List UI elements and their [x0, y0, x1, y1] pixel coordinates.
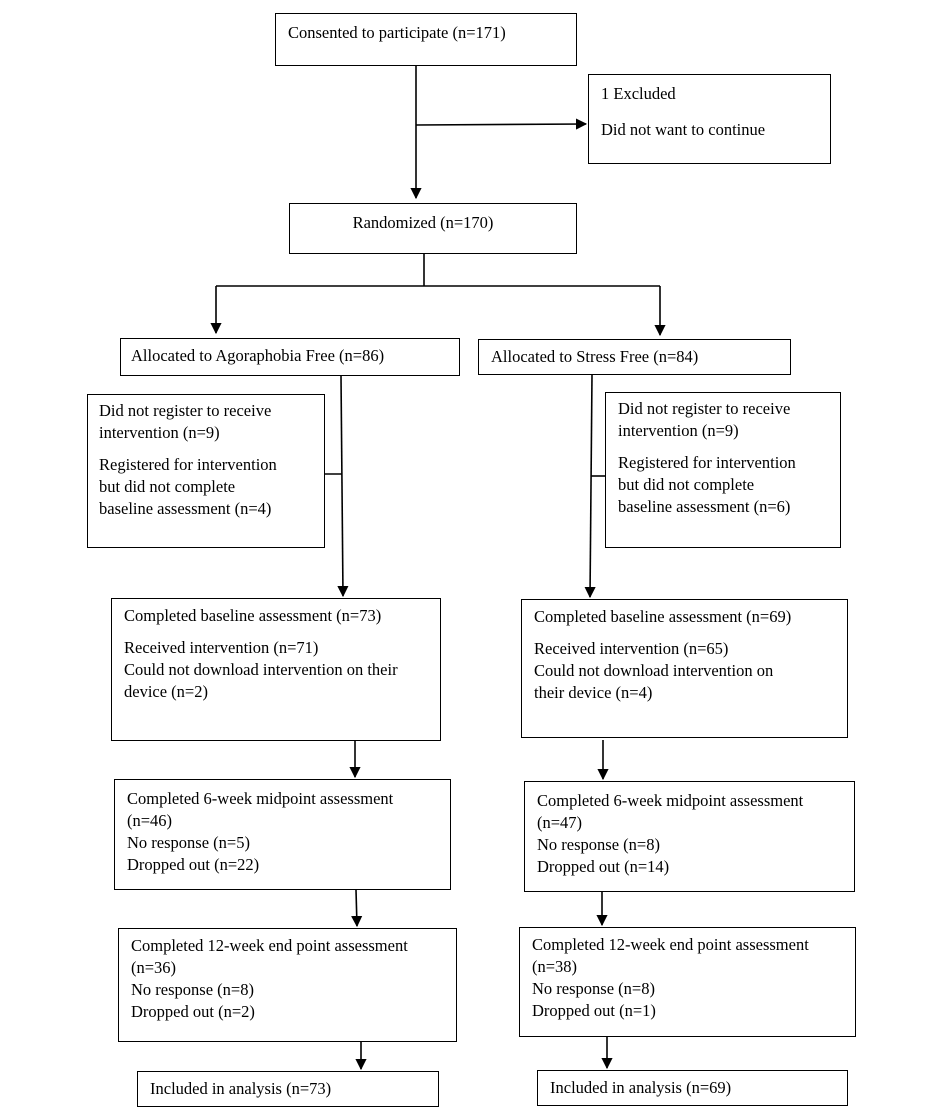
left-endpoint-line-1: Completed 12-week end point assessment — [131, 936, 408, 955]
right-analysis-box: Included in analysis (n=69) — [537, 1070, 848, 1106]
right-side-line-4: but did not complete — [618, 475, 755, 494]
left-side-line-4: but did not complete — [99, 477, 236, 496]
right-endpoint-line-2: (n=38) — [532, 957, 578, 976]
left-allocated-label: Allocated to Agoraphobia Free (n=86) — [131, 346, 385, 365]
right-midpoint-line-2: (n=47) — [537, 813, 583, 832]
right-endpoint-line-4: Dropped out (n=1) — [532, 1001, 656, 1020]
right-endpoint-line-1: Completed 12-week end point assessment — [532, 935, 809, 954]
left-analysis-box: Included in analysis (n=73) — [137, 1071, 439, 1107]
right-baseline-line-3: Could not download intervention on — [534, 661, 774, 680]
left-allocated-box: Allocated to Agoraphobia Free (n=86) — [120, 338, 460, 376]
left-midpoint-line-4: Dropped out (n=22) — [127, 855, 260, 874]
left-not-registered-box: Did not register to receive intervention… — [87, 394, 325, 548]
left-midpoint-line-1: Completed 6-week midpoint assessment — [127, 789, 394, 808]
left-endpoint-box: Completed 12-week end point assessment (… — [118, 928, 457, 1042]
left-side-line-5: baseline assessment (n=4) — [99, 499, 272, 518]
left-endpoint-line-4: Dropped out (n=2) — [131, 1002, 255, 1021]
consented-box: Consented to participate (n=171) — [275, 13, 577, 66]
right-side-line-5: baseline assessment (n=6) — [618, 497, 791, 516]
left-baseline-box: Completed baseline assessment (n=73) Rec… — [111, 598, 441, 741]
right-analysis-label: Included in analysis (n=69) — [550, 1078, 732, 1097]
right-endpoint-box: Completed 12-week end point assessment (… — [519, 927, 856, 1037]
left-side-line-2: intervention (n=9) — [99, 423, 220, 442]
arrow-left-allocated-to-baseline — [337, 375, 349, 598]
right-midpoint-box: Completed 6-week midpoint assessment (n=… — [524, 781, 855, 892]
left-midpoint-line-3: No response (n=5) — [127, 833, 250, 852]
excluded-reason: Did not want to continue — [601, 120, 766, 139]
randomized-box: Randomized (n=170) — [289, 203, 577, 254]
left-midpoint-box: Completed 6-week midpoint assessment (n=… — [114, 779, 451, 890]
right-endpoint-line-3: No response (n=8) — [532, 979, 655, 998]
right-allocated-box: Allocated to Stress Free (n=84) — [478, 339, 791, 375]
arrow-left-midpoint-to-endpoint — [351, 889, 363, 928]
left-endpoint-line-2: (n=36) — [131, 958, 177, 977]
left-midpoint-line-2: (n=46) — [127, 811, 173, 830]
right-baseline-line-1: Completed baseline assessment (n=69) — [534, 607, 792, 626]
left-baseline-line-3: Could not download intervention on their — [124, 660, 398, 679]
right-not-registered-box: Did not register to receive intervention… — [605, 392, 841, 548]
right-midpoint-line-4: Dropped out (n=14) — [537, 857, 670, 876]
right-side-line-1: Did not register to receive — [618, 399, 791, 418]
right-baseline-box: Completed baseline assessment (n=69) Rec… — [521, 599, 848, 738]
right-baseline-line-2: Received intervention (n=65) — [534, 639, 729, 658]
randomized-label: Randomized (n=170) — [352, 213, 494, 232]
left-side-line-3: Registered for intervention — [99, 455, 277, 474]
excluded-box: 1 Excluded Did not want to continue — [588, 74, 831, 164]
right-midpoint-line-3: No response (n=8) — [537, 835, 660, 854]
right-side-line-2: intervention (n=9) — [618, 421, 739, 440]
left-baseline-line-4: device (n=2) — [124, 682, 208, 701]
excluded-count: 1 Excluded — [601, 84, 676, 103]
left-baseline-line-2: Received intervention (n=71) — [124, 638, 319, 657]
left-baseline-line-1: Completed baseline assessment (n=73) — [124, 606, 382, 625]
arrow-to-excluded — [415, 118, 588, 130]
left-side-line-1: Did not register to receive — [99, 401, 272, 420]
arrow-right-allocated-to-baseline — [584, 374, 596, 599]
right-midpoint-line-1: Completed 6-week midpoint assessment — [537, 791, 804, 810]
right-allocated-label: Allocated to Stress Free (n=84) — [491, 347, 699, 366]
left-endpoint-line-3: No response (n=8) — [131, 980, 254, 999]
right-baseline-line-4: their device (n=4) — [534, 683, 653, 702]
left-analysis-label: Included in analysis (n=73) — [150, 1079, 332, 1098]
consented-label: Consented to participate (n=171) — [288, 23, 506, 42]
right-side-line-3: Registered for intervention — [618, 453, 796, 472]
